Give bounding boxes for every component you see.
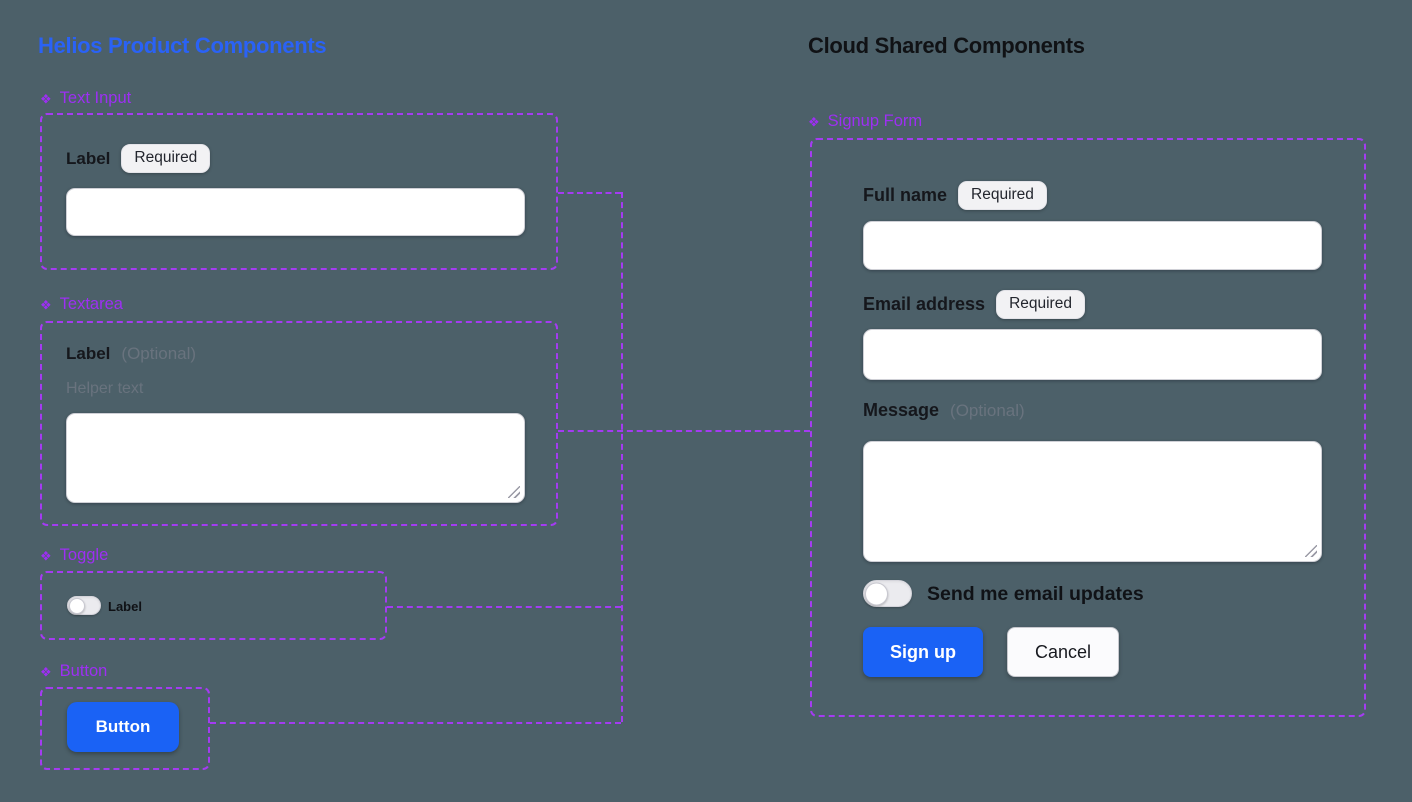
connector-line-toggle <box>387 606 621 608</box>
component-label-text-input[interactable]: ❖ Text Input <box>40 89 131 108</box>
email-input[interactable] <box>863 329 1322 380</box>
email-updates-label: Send me email updates <box>927 583 1144 605</box>
component-label-text: Text Input <box>59 89 132 107</box>
helper-text: Helper text <box>66 380 144 397</box>
component-label-toggle[interactable]: ❖ Toggle <box>40 546 108 565</box>
component-icon: ❖ <box>808 114 820 130</box>
field-label-row: Label (Optional) <box>66 344 196 364</box>
connector-line-button <box>210 722 621 724</box>
cancel-button[interactable]: Cancel <box>1007 627 1119 677</box>
toggle-knob <box>865 582 888 605</box>
textarea-field[interactable] <box>66 413 525 503</box>
required-badge: Required <box>121 144 211 173</box>
field-label: Label <box>66 344 111 363</box>
component-icon: ❖ <box>40 91 52 107</box>
component-label-signup-form[interactable]: ❖ Signup Form <box>808 112 922 131</box>
component-frame-toggle <box>40 571 387 640</box>
message-label: Message <box>863 400 940 420</box>
email-label: Email address <box>863 294 986 314</box>
component-frame-button <box>40 687 210 770</box>
toggle-label: Label <box>108 599 142 614</box>
component-label-text: Toggle <box>59 546 109 564</box>
textarea-wrapper <box>66 413 525 503</box>
message-textarea[interactable] <box>863 441 1322 562</box>
component-frame-text-input <box>40 113 558 270</box>
field-label-row: Email address Required <box>863 290 1085 319</box>
optional-hint: (Optional) <box>950 400 1025 420</box>
connector-line-trunk <box>621 192 623 722</box>
message-textarea-wrapper <box>863 441 1322 562</box>
toggle-knob <box>69 597 85 614</box>
toggle-switch[interactable] <box>67 596 101 615</box>
full-name-input[interactable] <box>863 221 1322 270</box>
field-label-row: Message (Optional) <box>863 400 1025 421</box>
page-title-helios: Helios Product Components <box>38 33 327 58</box>
component-frame-signup-form <box>810 138 1366 717</box>
optional-hint: (Optional) <box>121 344 197 363</box>
component-label-text: Textarea <box>59 295 123 313</box>
component-icon: ❖ <box>40 297 52 313</box>
required-badge: Required <box>996 290 1085 319</box>
full-name-label: Full name <box>863 185 948 205</box>
page-title-cloud: Cloud Shared Components <box>808 33 1085 58</box>
component-frame-textarea <box>40 321 558 526</box>
component-label-button[interactable]: ❖ Button <box>40 662 107 681</box>
sign-up-button[interactable]: Sign up <box>863 627 983 677</box>
component-icon: ❖ <box>40 664 52 680</box>
required-badge: Required <box>958 181 1047 210</box>
component-label-text: Button <box>59 662 108 680</box>
field-label: Label <box>66 148 111 168</box>
field-label-row: Label Required <box>66 144 211 173</box>
field-label-row: Full name Required <box>863 181 1047 210</box>
component-icon: ❖ <box>40 548 52 564</box>
component-label-text: Signup Form <box>827 112 923 130</box>
primary-button[interactable]: Button <box>67 702 179 752</box>
connector-line-textarea-to-form <box>558 430 810 432</box>
email-updates-toggle[interactable] <box>863 580 912 607</box>
text-input-field[interactable] <box>66 188 525 236</box>
component-label-textarea[interactable]: ❖ Textarea <box>40 295 123 314</box>
connector-line-text-input <box>558 192 621 194</box>
